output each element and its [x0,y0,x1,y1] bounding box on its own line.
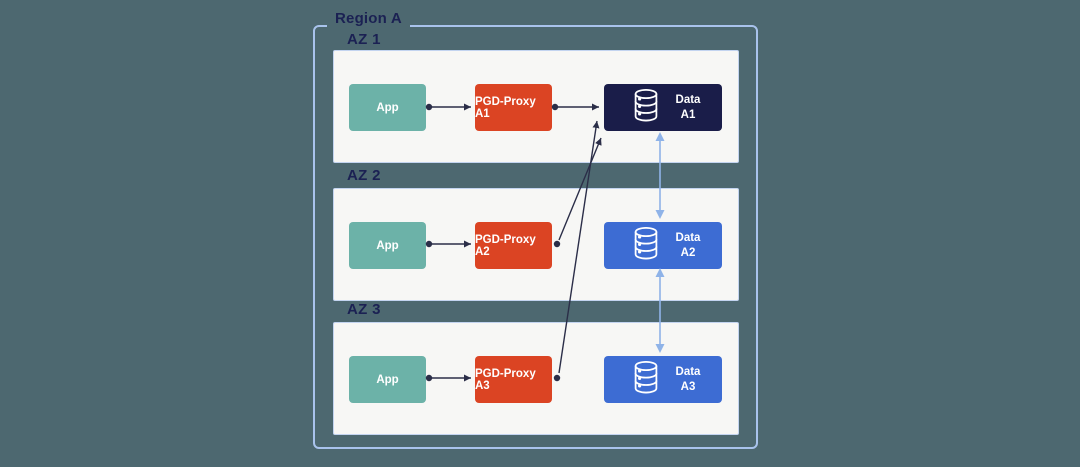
pgd-proxy-a2-label: PGD-Proxy A2 [475,233,536,258]
pgd-proxy-a1-node: PGD-Proxy A1 [475,84,552,131]
az2-box: App PGD-Proxy A2 Data A2 [333,188,739,301]
data-a3-node: Data A3 [604,356,722,403]
data-a1-node: Data A1 [604,84,722,131]
az3-label: AZ 3 [347,301,381,318]
az2-label: AZ 2 [347,167,381,184]
database-icon [630,359,662,400]
data-a1-label: Data A1 [675,94,701,121]
pgd-proxy-a1-label: PGD-Proxy A1 [475,95,536,120]
database-icon [630,87,662,128]
database-icon [630,225,662,266]
pgd-proxy-a3-node: PGD-Proxy A3 [475,356,552,403]
pgd-proxy-a2-node: PGD-Proxy A2 [475,222,552,269]
app-a3-node: App [349,356,426,403]
pgd-proxy-a3-label: PGD-Proxy A3 [475,367,536,392]
app-a1-node: App [349,84,426,131]
app-a2-node: App [349,222,426,269]
app-a3-label: App [376,373,399,386]
data-a2-node: Data A2 [604,222,722,269]
az1-label: AZ 1 [347,31,381,48]
az1-box: App PGD-Proxy A1 Data A1 [333,50,739,163]
region-label: Region A [327,10,410,27]
data-a2-label: Data A2 [675,232,701,259]
az3-box: App PGD-Proxy A3 Data A3 [333,322,739,435]
data-a3-label: Data A3 [675,366,701,393]
region-a-container [313,25,758,449]
app-a2-label: App [376,239,399,252]
app-a1-label: App [376,101,399,114]
